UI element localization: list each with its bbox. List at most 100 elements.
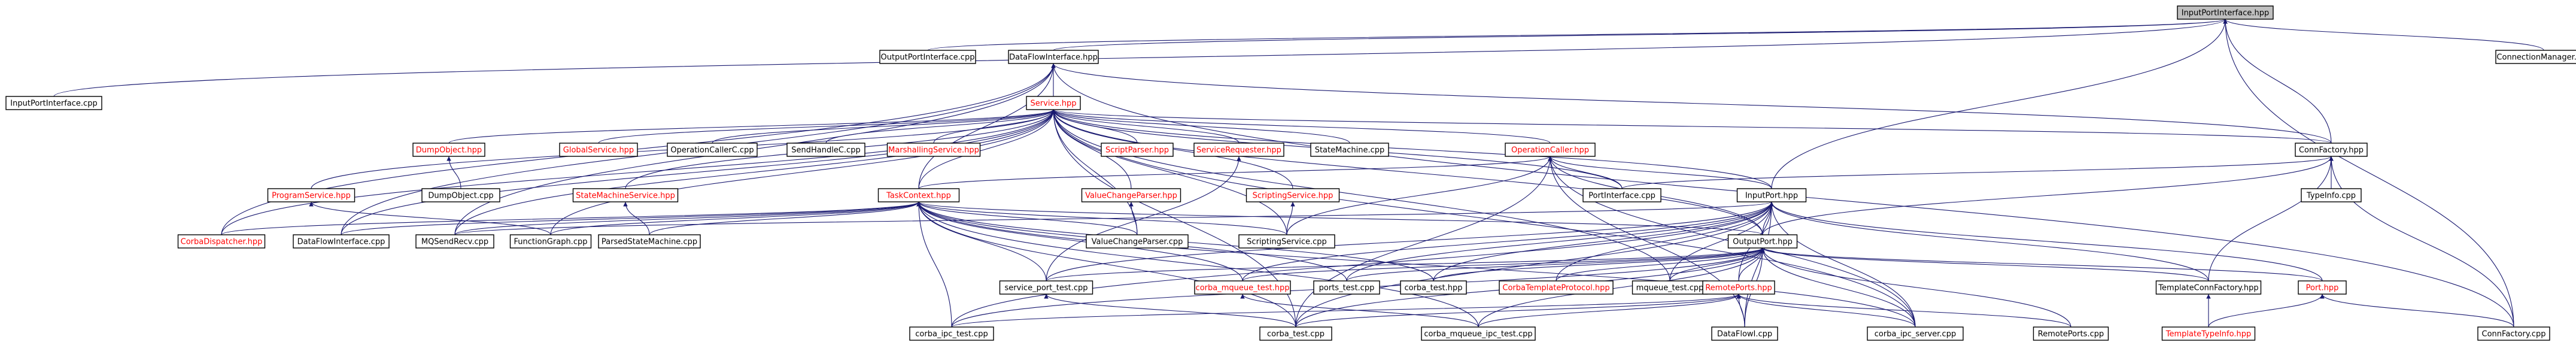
file-node-dataflowi: DataFlowI.cpp — [1711, 326, 1778, 341]
file-node-corbaipctest: corba_ipc_test.cpp — [909, 326, 994, 341]
include-edge-n_taskctx-n_parsedsm — [649, 201, 921, 235]
file-node-label: OutputPortInterface.cpp — [881, 53, 975, 62]
file-node-label: PortInterface.cpp — [1588, 192, 1655, 201]
file-node-label: ValueChangeParser.hpp — [1085, 192, 1177, 201]
include-edge-n_opcaller-n_taskctx — [918, 156, 1553, 189]
file-node-box — [1702, 280, 1775, 295]
file-node-tmpltypeinfo[interactable]: TemplateTypeInfo.hpp — [2161, 326, 2256, 341]
include-edge-n_taskctx-n_mqsend — [454, 201, 921, 235]
file-node-typeinfo: TypeInfo.cpp — [2301, 188, 2362, 202]
file-node-label: RemotePorts.cpp — [2038, 330, 2104, 339]
file-node-box — [2033, 326, 2109, 341]
include-edge-n_service-n_dumpobj — [448, 109, 1056, 144]
file-node-box — [293, 234, 390, 249]
include-edge-n_outputport-n_mqueuetest — [1669, 247, 1765, 282]
file-node-label: OperationCallerC.cpp — [670, 146, 754, 155]
file-node-label: FunctionGraph.cpp — [514, 238, 588, 247]
file-node-label: OperationCaller.hpp — [1511, 146, 1589, 155]
file-node-corbamqtest[interactable]: corba_mqueue_test.hpp — [1194, 280, 1291, 295]
file-node-label: RemotePorts.hpp — [1705, 284, 1772, 293]
file-node-label: InputPortInterface.hpp — [2182, 9, 2270, 18]
file-node-connfactcpp: ConnFactory.cpp — [2477, 326, 2550, 341]
file-node-label: ConnectionManager.cpp — [2496, 53, 2576, 62]
file-node-taskctx[interactable]: TaskContext.hpp — [877, 188, 960, 202]
include-edge-n_connfact-n_connfactcpp — [2329, 156, 2514, 328]
file-node-label: DataFlowInterface.hpp — [1009, 53, 1098, 62]
file-node-service[interactable]: Service.hpp — [1026, 96, 1081, 110]
include-edge-n_remoteports-n_dataflowi — [1736, 293, 1745, 328]
include-edge-n_opcaller-n_corbatestcpp — [1295, 156, 1553, 328]
include-edge-n_progsvc-n_funcgraph — [309, 201, 551, 235]
file-node-dumpobj[interactable]: DumpObject.hpp — [412, 143, 485, 157]
file-node-valchgparser[interactable]: ValueChangeParser.hpp — [1081, 188, 1181, 202]
file-node-portstest: ports_test.cpp — [1313, 280, 1380, 295]
file-node-funcgraph: FunctionGraph.cpp — [509, 234, 592, 249]
file-node-oppc: OutputPortInterface.cpp — [879, 50, 976, 64]
file-node-label: ProgramService.hpp — [272, 192, 351, 201]
file-node-corbadisp[interactable]: CorbaDispatcher.hpp — [177, 234, 266, 249]
include-edge-n_inputport-n_mqsend — [454, 201, 1774, 235]
file-node-box — [2477, 326, 2550, 341]
file-node-corbaipcsrv: corba_ipc_server.cpp — [1867, 326, 1964, 341]
file-node-connfact: ConnFactory.hpp — [2295, 143, 2368, 157]
file-node-remoteports[interactable]: RemotePorts.hpp — [1702, 280, 1775, 295]
file-node-marshsvc[interactable]: MarshallingService.hpp — [886, 143, 981, 157]
file-node-svcporttest: service_port_test.cpp — [999, 280, 1093, 295]
file-node-box — [421, 188, 500, 202]
include-edge-n_svcreq-n_svcporttest — [1046, 156, 1241, 282]
file-node-box — [1246, 188, 1340, 202]
file-node-label: corba_mqueue_test.hpp — [1196, 284, 1290, 293]
file-node-scriptparser[interactable]: ScriptParser.hpp — [1101, 143, 1174, 157]
file-node-svcreq[interactable]: ServiceRequester.hpp — [1193, 143, 1284, 157]
include-edge-n_service-n_outputport — [1051, 109, 1763, 235]
include-edge-n_iface-n_dfi — [1053, 19, 2228, 51]
include-edge-n_connfact-n_tmplconnfact — [2208, 156, 2334, 282]
include-edge-n_inputport-n_port — [1769, 201, 2323, 282]
file-node-label: StateMachine.cpp — [1315, 146, 1385, 155]
file-node-label: InputPort.hpp — [1745, 192, 1798, 201]
file-node-box — [509, 234, 592, 249]
file-node-box — [2155, 280, 2262, 295]
file-node-label: OutputPort.hpp — [1733, 238, 1793, 247]
file-node-label: ConnFactory.cpp — [2482, 330, 2546, 339]
include-edge-n_inputport-n_mqueuetest — [1669, 201, 1774, 282]
file-node-box — [1008, 50, 1099, 64]
include-edge-n_remoteports-n_corbatestcpp — [1295, 293, 1741, 328]
file-node-label: ParsedStateMachine.cpp — [602, 238, 697, 247]
file-node-box — [1711, 326, 1778, 341]
include-edge-n_port-n_tmpltypeinfo — [2208, 293, 2325, 328]
file-node-opcaller[interactable]: OperationCaller.hpp — [1505, 143, 1596, 157]
file-node-scriptsvc[interactable]: ScriptingService.hpp — [1246, 188, 1340, 202]
file-node-label: DumpObject.hpp — [416, 146, 482, 155]
include-edge-n_service-n_corbaipcsrv — [1051, 109, 1916, 328]
file-node-iface: InputPortInterface.hpp — [2177, 5, 2274, 20]
file-node-dumpobjcpp: DumpObject.cpp — [421, 188, 500, 202]
file-node-box — [879, 50, 976, 64]
file-node-progsvc[interactable]: ProgramService.hpp — [267, 188, 356, 202]
file-node-box — [267, 188, 356, 202]
file-node-smsvc[interactable]: StateMachineService.hpp — [572, 188, 679, 202]
file-node-corbatmplproto[interactable]: CorbaTemplateProtocol.hpp — [1499, 280, 1614, 295]
include-edge-n_remoteports-n_corbaipctest — [951, 293, 1741, 328]
include-edge-n_remoteports-n_corbaipcsrv — [1736, 293, 1916, 328]
file-node-port[interactable]: Port.hpp — [2298, 280, 2347, 295]
include-edge-n_service-n_svcreq — [1051, 109, 1240, 144]
file-node-label: ScriptingService.cpp — [1247, 238, 1327, 247]
include-edge-n_outputport-n_port — [1760, 247, 2323, 282]
include-edge-n_taskctx-n_corbatestcpp — [916, 201, 1296, 328]
file-node-outputport: OutputPort.hpp — [1727, 234, 1798, 249]
file-node-box — [2298, 280, 2347, 295]
file-node-label: MQSendRecv.cpp — [421, 238, 488, 247]
file-node-label: GlobalService.hpp — [563, 146, 634, 155]
file-node-ipic: InputPortInterface.cpp — [5, 96, 102, 110]
file-node-globsvc[interactable]: GlobalService.hpp — [559, 143, 638, 157]
include-edge-n_scriptsvc-n_scriptsvccpp — [1286, 201, 1295, 235]
include-edge-n_taskctx-n_corbaipctest — [916, 201, 952, 328]
file-node-label: Port.hpp — [2306, 284, 2339, 293]
file-node-label: corba_test.hpp — [1404, 284, 1462, 293]
include-edge-n_inputport-n_corbaipctest — [951, 201, 1774, 328]
file-node-box — [1081, 188, 1181, 202]
file-node-label: corba_ipc_test.cpp — [915, 330, 988, 339]
include-edge-n_opcaller-n_dataflowi — [1548, 156, 1745, 328]
